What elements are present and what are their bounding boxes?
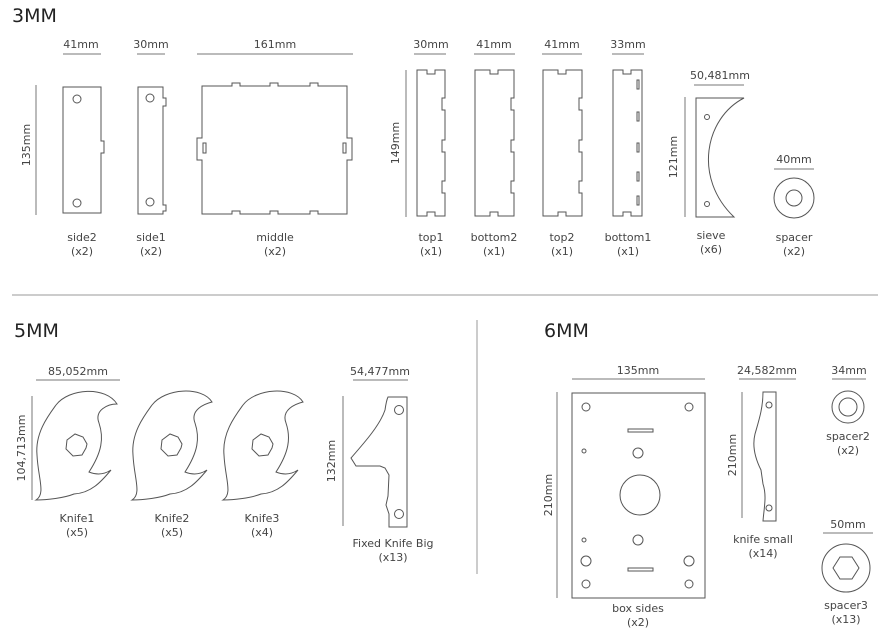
box-sides-qty: (x2) (627, 616, 649, 629)
top1-label: top1 (418, 231, 443, 244)
part-knife-small: 24,582mm 210mm knife small (x14) (726, 364, 797, 560)
bottom2-label: bottom2 (471, 231, 518, 244)
part-spacer3: 50mm spacer3 (x13) (821, 518, 873, 626)
part-side1: 30mm side1 (x2) (133, 38, 168, 258)
spacer2-label: spacer2 (826, 430, 870, 443)
fixed-knife-qty: (x13) (378, 551, 407, 564)
sieve-label: sieve (697, 229, 726, 242)
part-side2: 41mm 135mm side2 (x2) (20, 38, 105, 258)
sieve-width-dim: 50,481mm (690, 69, 750, 82)
side2-height-dim: 135mm (20, 124, 33, 166)
part-fixed-knife-big: 54,477mm 132mm Fixed Knife Big (x13) (325, 365, 433, 564)
top2-qty: (x1) (551, 245, 573, 258)
bottom2-qty: (x1) (483, 245, 505, 258)
part-knife2: Knife2 (x5) (130, 390, 213, 539)
part-knife1: Knife1 (x5) (34, 390, 118, 539)
knife3-label: Knife3 (245, 512, 280, 525)
section-title-5mm: 5MM (14, 320, 59, 342)
top1-qty: (x1) (420, 245, 442, 258)
spacer2-width-dim: 34mm (831, 364, 866, 377)
spacer-width-dim: 40mm (776, 153, 811, 166)
knife2-label: Knife2 (155, 512, 190, 525)
knife-small-qty: (x14) (748, 547, 777, 560)
spacer3-label: spacer3 (824, 599, 868, 612)
knife1-label: Knife1 (60, 512, 95, 525)
spacer-label: spacer (776, 231, 813, 244)
sieve-height-dim: 121mm (667, 136, 680, 178)
knife2-qty: (x5) (161, 526, 183, 539)
part-bottom1: 33mm bottom1 (x1) (605, 38, 652, 258)
knife-height-dim: 104,713mm (15, 415, 28, 482)
top2-label: top2 (549, 231, 574, 244)
knife-dimensions: 85,052mm 104,713mm (15, 365, 120, 500)
part-middle: 161mm middle (x2) (196, 38, 353, 258)
bottom1-width-dim: 33mm (610, 38, 645, 51)
spacer2-qty: (x2) (837, 444, 859, 457)
part-top1: 30mm 149mm top1 (x1) (389, 38, 449, 258)
box-width-dim: 135mm (617, 364, 659, 377)
bottom1-label: bottom1 (605, 231, 652, 244)
knife-small-height-dim: 210mm (726, 434, 739, 476)
top1-width-dim: 30mm (413, 38, 448, 51)
knife-width-dim: 85,052mm (48, 365, 108, 378)
side2-qty: (x2) (71, 245, 93, 258)
fixed-knife-width-dim: 54,477mm (350, 365, 410, 378)
part-spacer2: 34mm spacer2 (x2) (826, 364, 870, 457)
knife-small-width-dim: 24,582mm (737, 364, 797, 377)
part-sieve: 50,481mm 121mm sieve (x6) (667, 69, 750, 256)
side1-width-dim: 30mm (133, 38, 168, 51)
top2-width-dim: 41mm (544, 38, 579, 51)
middle-qty: (x2) (264, 245, 286, 258)
fixed-knife-height-dim: 132mm (325, 440, 338, 482)
sieve-qty: (x6) (700, 243, 722, 256)
part-spacer: 40mm spacer (x2) (773, 153, 815, 258)
side1-qty: (x2) (140, 245, 162, 258)
side2-label: side2 (67, 231, 97, 244)
spacer-qty: (x2) (783, 245, 805, 258)
part-bottom2: 41mm bottom2 (x1) (471, 38, 518, 258)
part-knife3: Knife3 (x4) (221, 390, 304, 539)
middle-width-dim: 161mm (254, 38, 296, 51)
section-title-3mm: 3MM (12, 5, 57, 27)
middle-label: middle (256, 231, 294, 244)
bottom1-qty: (x1) (617, 245, 639, 258)
part-top2: 41mm top2 (x1) (542, 38, 583, 258)
knife1-qty: (x5) (66, 526, 88, 539)
knife-small-label: knife small (733, 533, 793, 546)
box-height-dim: 210mm (542, 474, 555, 516)
part-box-sides: 135mm 210mm box sides (x2) (542, 364, 706, 629)
section-title-6mm: 6MM (544, 320, 589, 342)
knife3-qty: (x4) (251, 526, 273, 539)
fixed-knife-label: Fixed Knife Big (353, 537, 434, 550)
bottom2-width-dim: 41mm (476, 38, 511, 51)
box-sides-label: box sides (612, 602, 664, 615)
top1-height-dim: 149mm (389, 122, 402, 164)
side1-label: side1 (136, 231, 166, 244)
spacer3-qty: (x13) (831, 613, 860, 626)
side2-width-dim: 41mm (63, 38, 98, 51)
spacer3-width-dim: 50mm (830, 518, 865, 531)
